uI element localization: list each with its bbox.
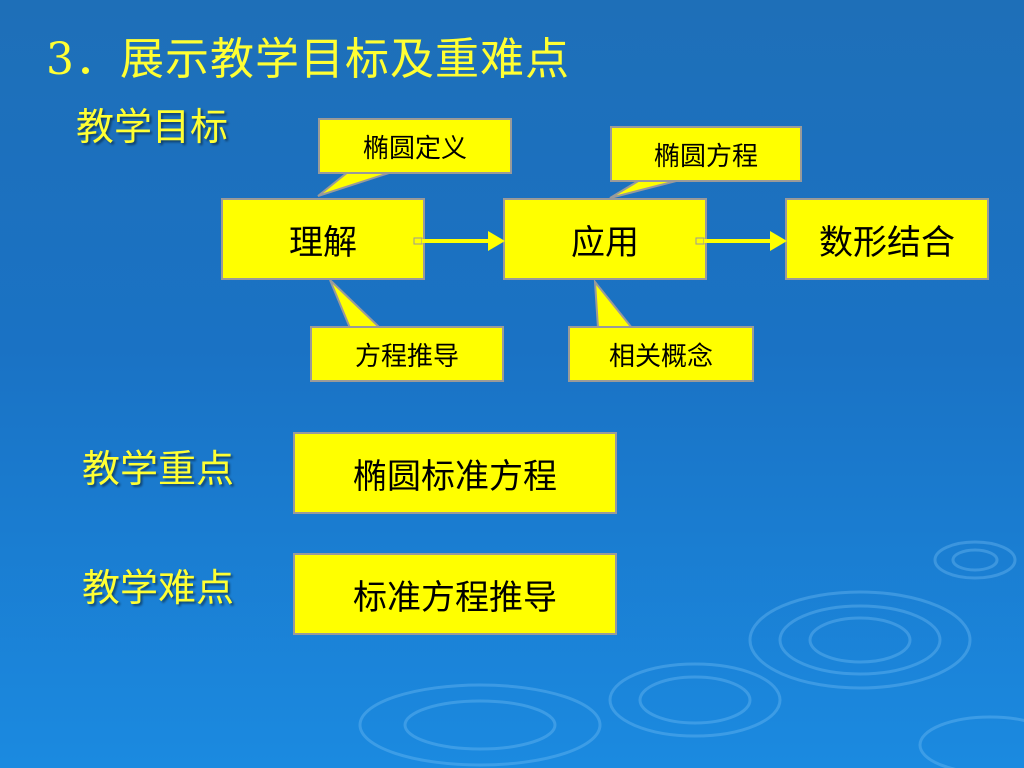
flow-step-combine-label: 数形结合 [819, 222, 955, 263]
flow-step-apply: 应用 [503, 198, 707, 280]
difficult-point-text: 标准方程推导 [353, 577, 557, 618]
flow-step-understand: 理解 [221, 198, 425, 280]
flow-step-combine: 数形结合 [785, 198, 989, 280]
section-label-key-point: 教学重点 [82, 447, 235, 491]
callout-ellipse-definition-label: 椭圆定义 [362, 133, 467, 164]
section-label-difficult-point: 教学难点 [82, 566, 235, 610]
callout-ellipse-equation: 椭圆方程 [610, 126, 802, 182]
callout-equation-derivation: 方程推导 [310, 326, 504, 382]
key-point-text: 椭圆标准方程 [353, 456, 557, 497]
key-point-box: 椭圆标准方程 [293, 432, 617, 514]
callout-ellipse-equation-label: 椭圆方程 [653, 141, 758, 172]
callout-related-concepts: 相关概念 [568, 326, 754, 382]
callout-related-concepts-label: 相关概念 [608, 341, 713, 372]
arrow-apply-to-combine [695, 231, 787, 251]
page-title: 3．展示教学目标及重难点 [46, 34, 570, 85]
flow-step-understand-label: 理解 [289, 222, 357, 263]
callout-ellipse-definition: 椭圆定义 [318, 118, 512, 174]
callout-equation-derivation-label: 方程推导 [354, 341, 459, 372]
flow-step-apply-label: 应用 [571, 222, 639, 263]
difficult-point-box: 标准方程推导 [293, 553, 617, 635]
section-label-goals: 教学目标 [76, 105, 229, 149]
arrow-understand-to-apply [413, 231, 505, 251]
